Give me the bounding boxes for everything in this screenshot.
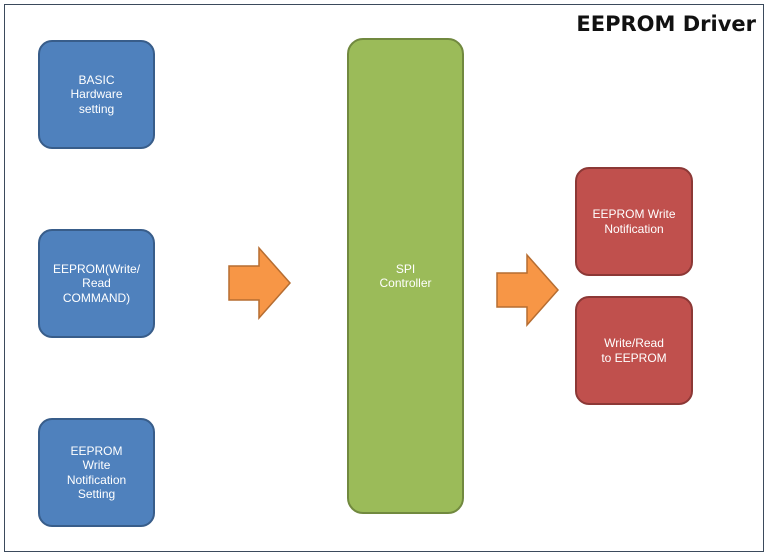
input-box-basic-hardware-setting: BASIC Hardware setting (38, 40, 155, 149)
arrow-right-icon (228, 246, 292, 320)
output-box-write-read-eeprom: Write/Read to EEPROM (575, 296, 693, 405)
controller-box-spi: SPI Controller (347, 38, 464, 514)
input-box-eeprom-command: EEPROM(Write/ Read COMMAND) (38, 229, 155, 338)
arrow-right-icon (496, 253, 560, 327)
input-box-write-notification-setting: EEPROM Write Notification Setting (38, 418, 155, 527)
diagram-title: EEPROM Driver (576, 12, 756, 36)
output-box-write-notification: EEPROM Write Notification (575, 167, 693, 276)
